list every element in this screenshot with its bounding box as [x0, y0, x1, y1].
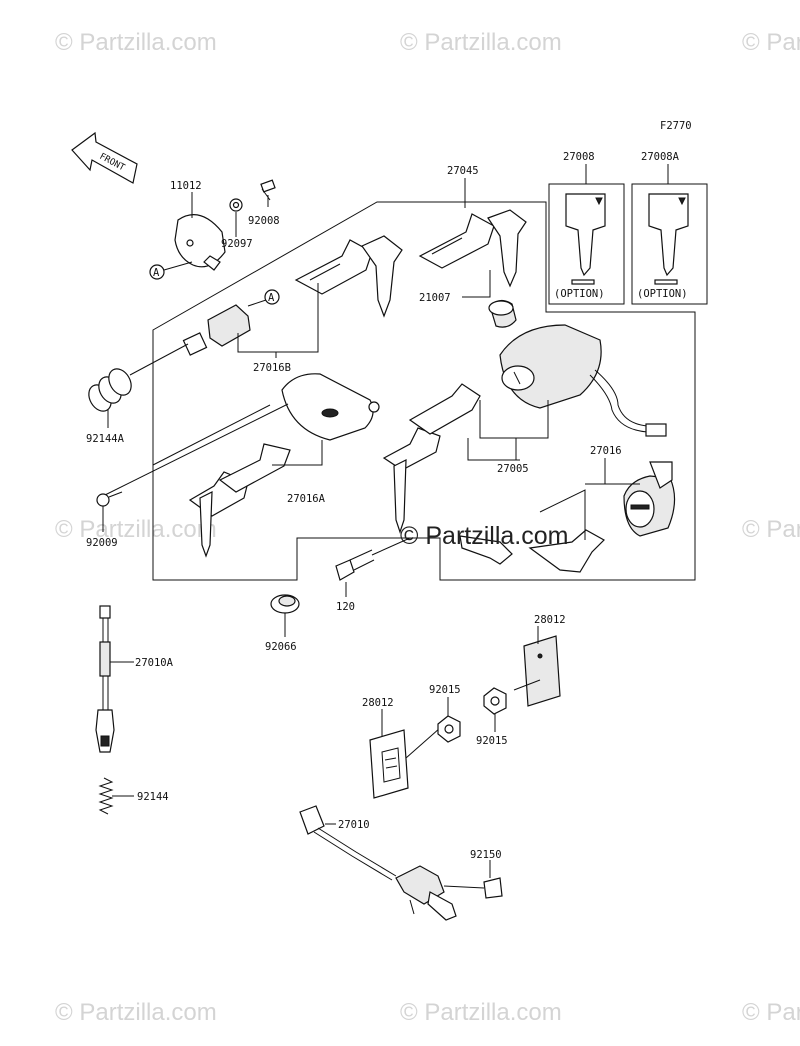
nut-92015-right: [483, 687, 507, 715]
lock-cylinder-27016b: [182, 304, 251, 356]
spring-92144: [98, 777, 114, 815]
reflector-plate-28012-left: [369, 729, 409, 799]
part-label-92144: 92144: [137, 791, 169, 803]
part-label-27045: 27045: [447, 165, 479, 177]
part-label-27008: 27008: [563, 151, 595, 163]
grommet-92066: [270, 594, 300, 614]
reflector-plate-28012-right: [523, 635, 561, 707]
screw-92150: [443, 877, 503, 899]
ref-marker-a: [149, 264, 165, 280]
part-label-92150: 92150: [470, 849, 502, 861]
screw-92009: [96, 491, 123, 507]
watermark: © Partzilla.com: [742, 29, 800, 56]
switch-27010: [299, 805, 457, 921]
option-label: (OPTION): [554, 288, 605, 300]
part-label-27008a: 27008A: [641, 151, 680, 163]
option-key-27008: [565, 193, 606, 285]
part-label-92015: 92015: [476, 735, 508, 747]
part-label-92097: 92097: [221, 238, 253, 250]
bolt-92008: [260, 179, 276, 201]
ignition-switch-27005: [499, 324, 667, 437]
spring-92144a: [88, 368, 132, 412]
part-label-120: 120: [336, 601, 355, 613]
option-label: (OPTION): [637, 288, 688, 300]
watermark: © Partzilla.com: [55, 516, 217, 543]
watermark: © Partzilla.com: [55, 999, 217, 1026]
part-label-92015: 92015: [429, 684, 461, 696]
part-label-92009: 92009: [86, 537, 118, 549]
part-label-28012: 28012: [362, 697, 394, 709]
option-box-27008a: [631, 183, 708, 305]
part-label-92144a: 92144A: [86, 433, 125, 445]
keys-27045: [418, 209, 527, 288]
ref-marker-a: [264, 289, 280, 305]
part-labels: 11012 92008 92097 27045 27008 27008A 210…: [86, 151, 680, 861]
part-label-27016b: 27016B: [253, 362, 291, 374]
watermark: © Partzilla.com: [742, 516, 800, 543]
bolt-120: [335, 549, 375, 581]
keys-27016a: [188, 443, 291, 558]
nut-92015-left: [437, 715, 461, 743]
cap-21007: [488, 299, 517, 328]
front-arrow-icon: FRONT: [71, 131, 138, 184]
part-label-27016a: 27016A: [287, 493, 326, 505]
part-label-92008: 92008: [248, 215, 280, 227]
part-label-27010a: 27010A: [135, 657, 174, 669]
center-watermark: © Partzilla.com: [400, 522, 568, 550]
part-label-28012: 28012: [534, 614, 566, 626]
keys-27005: [382, 383, 481, 534]
part-label-21007: 21007: [419, 292, 451, 304]
seat-lock-27016a: [281, 373, 380, 441]
watermark: © Partzilla.com: [400, 29, 562, 56]
part-label-27016: 27016: [590, 445, 622, 457]
figure-code: F2770: [660, 120, 692, 132]
lock-27016: [623, 461, 676, 537]
switch-27010a: [95, 605, 115, 753]
keys-27016: [459, 529, 605, 573]
ref-marker-a-label: A: [153, 267, 160, 279]
watermark: © Partzilla.com: [742, 999, 800, 1026]
option-key-27008a: [648, 193, 689, 285]
watermark: © Partzilla.com: [400, 999, 562, 1026]
watermark-layer: © Partzilla.com © Partzilla.com © Partzi…: [55, 29, 800, 1026]
keys-27016b: [294, 235, 403, 318]
part-label-11012: 11012: [170, 180, 202, 192]
watermark: © Partzilla.com: [55, 29, 217, 56]
ref-marker-a-label: A: [268, 292, 275, 304]
part-label-27010: 27010: [338, 819, 370, 831]
part-label-92066: 92066: [265, 641, 297, 653]
assembly-outline: [152, 201, 696, 581]
part-label-27005: 27005: [497, 463, 529, 475]
bracket-11012: [174, 214, 226, 271]
